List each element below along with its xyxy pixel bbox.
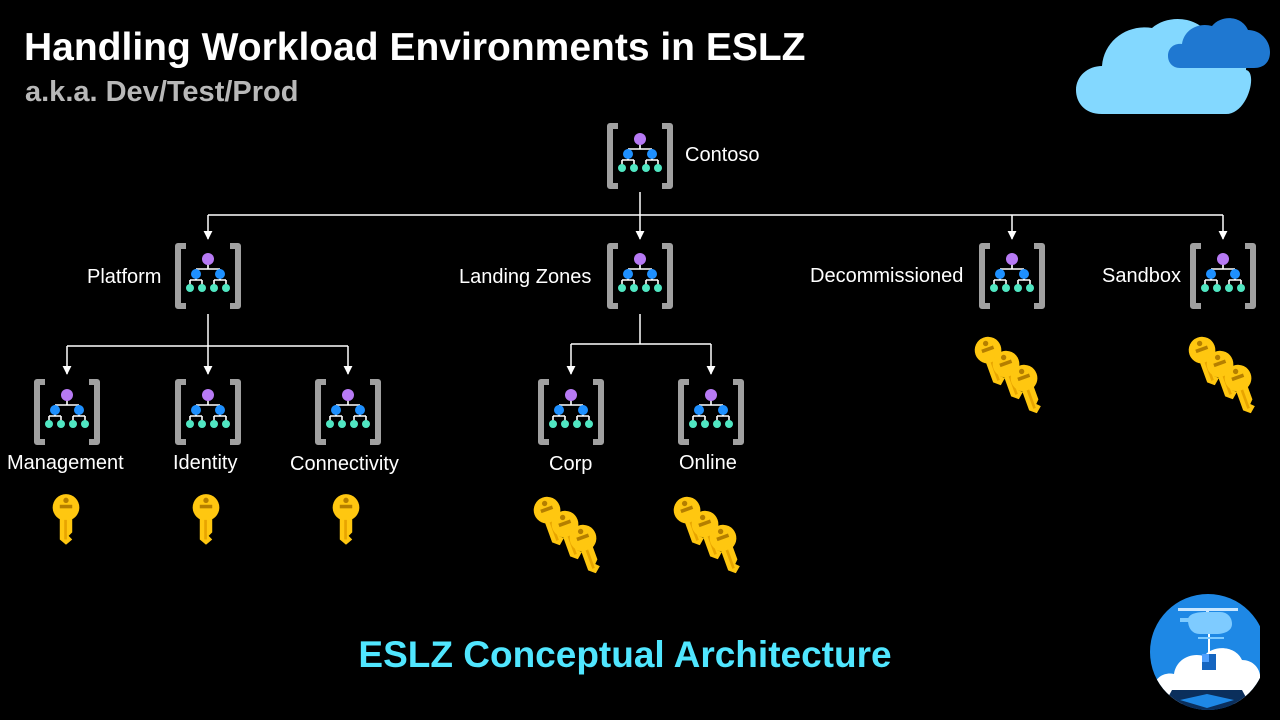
management-group-icon [172,240,244,312]
node-label-decommissioned: Decommissioned [810,265,964,287]
node-label-corp: Corp [549,453,593,475]
node-label-landing-zones: Landing Zones [459,266,592,288]
subscription-key-icon [50,492,82,546]
management-group-icon [1187,240,1259,312]
node-label-online: Online [679,452,737,474]
node-label-sandbox: Sandbox [1102,265,1181,287]
node-label-management: Management [7,452,124,474]
subscription-key-icon [190,492,222,546]
subscription-key-icon [330,492,362,546]
management-group-icon [604,120,676,192]
management-group-icon [675,376,747,448]
footer-caption: ESLZ Conceptual Architecture [358,634,892,675]
management-group-icon [604,240,676,312]
page-subtitle: a.k.a. Dev/Test/Prod [25,76,299,108]
management-group-icon [172,376,244,448]
node-label-connectivity: Connectivity [290,453,399,475]
cloud-icon [1076,18,1270,114]
helicopter-cloud-icon [1150,594,1260,710]
management-group-icon [976,240,1048,312]
management-group-icon [31,376,103,448]
management-group-icon [535,376,607,448]
node-label-contoso: Contoso [685,144,760,166]
management-group-icon [312,376,384,448]
node-label-identity: Identity [173,452,238,474]
page-title: Handling Workload Environments in ESLZ [24,26,806,69]
node-label-platform: Platform [87,266,162,288]
